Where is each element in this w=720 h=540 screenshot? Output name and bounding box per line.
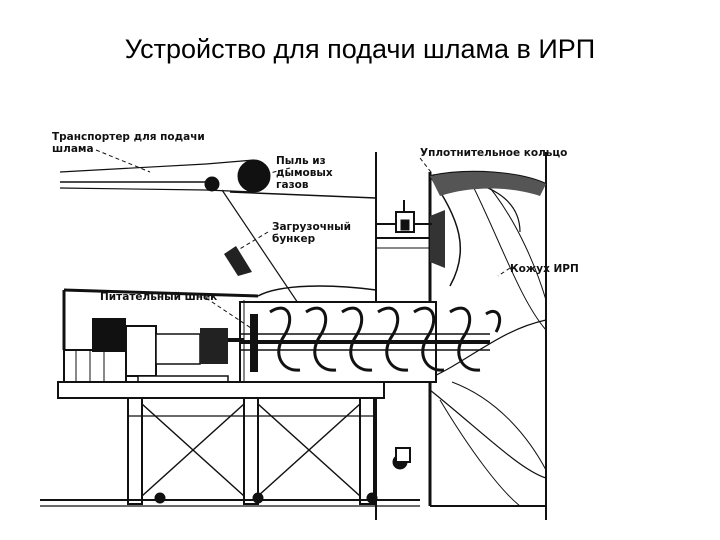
label-flue-dust-1: Пыль из <box>276 155 326 167</box>
label-flue-dust-2: дымовых <box>276 167 333 179</box>
label-flue-dust-3: газов <box>276 179 309 191</box>
loading-hopper <box>221 189 432 307</box>
leader-lines <box>95 149 511 331</box>
sludge-conveyor <box>59 159 271 193</box>
label-loading-hopper-2: бункер <box>272 233 316 245</box>
label-loading-hopper-1: Загрузочный <box>272 221 351 233</box>
support-frame <box>40 381 420 507</box>
drive-unit <box>62 288 259 387</box>
feed-screw <box>239 300 502 384</box>
label-sludge-conveyor-2: шлама <box>52 143 94 155</box>
label-feed-screw: Питательный шнек <box>100 291 217 303</box>
label-sealing-ring: Уплотнительное кольцо <box>420 147 567 159</box>
slide-title: Устройство для подачи шлама в ИРП <box>124 34 596 64</box>
label-sludge-conveyor-1: Транспортер для подачи <box>52 131 205 143</box>
label-kiln-shell: Кожух ИРП <box>510 263 579 275</box>
